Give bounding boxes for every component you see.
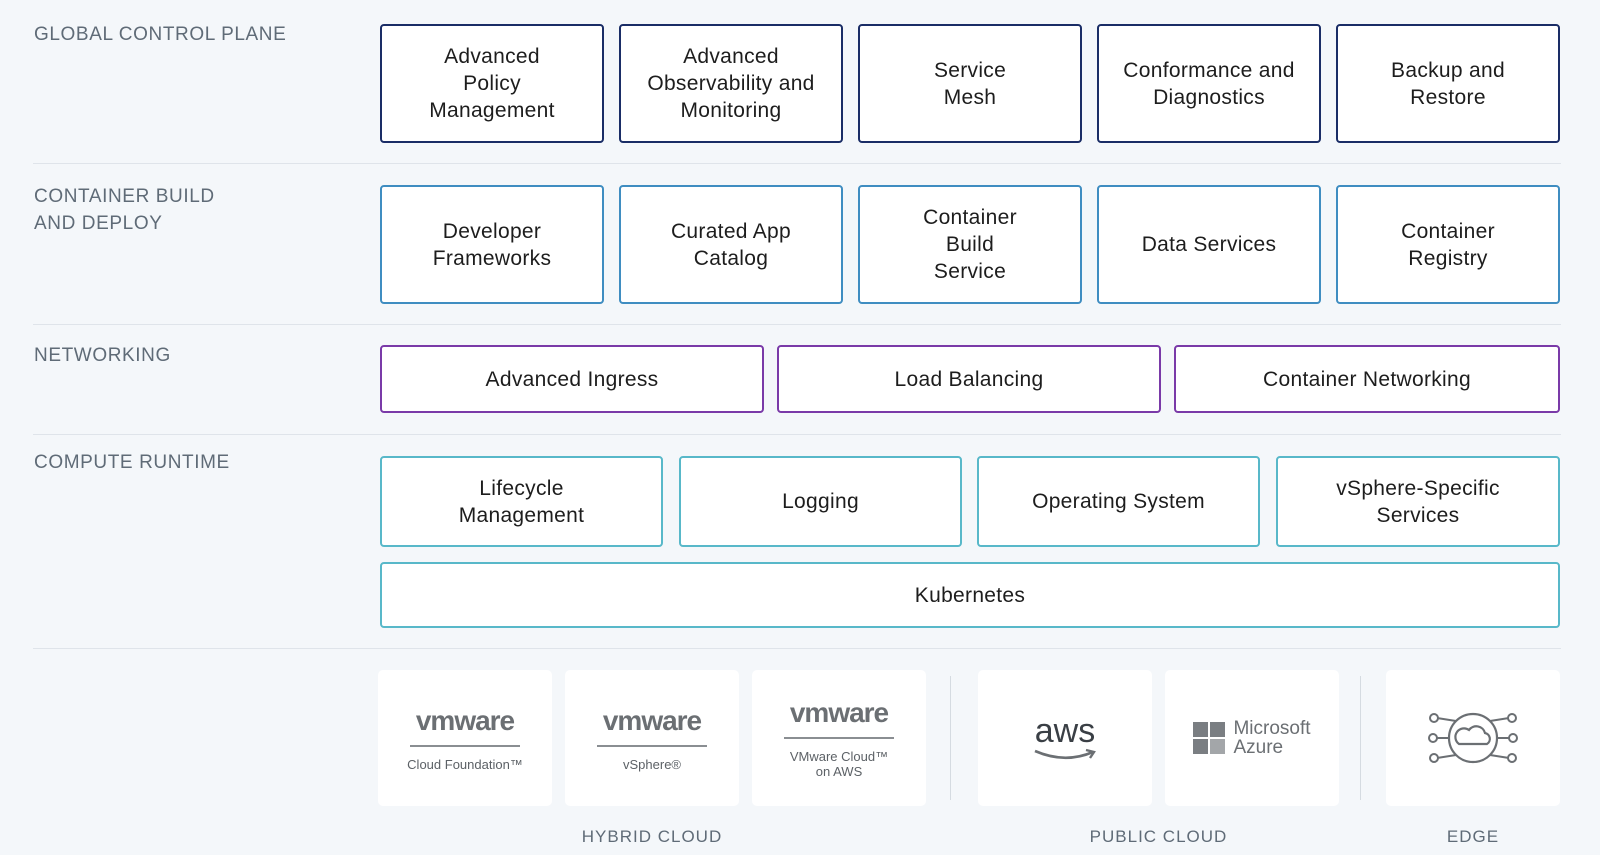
logo-divider xyxy=(784,737,894,739)
microsoft-azure-wordmark: Microsoft Azure xyxy=(1233,718,1311,758)
box-service-mesh: Service Mesh xyxy=(858,24,1082,143)
box-conformance-diagnostics: Conformance and Diagnostics xyxy=(1097,24,1321,143)
box-data-services: Data Services xyxy=(1097,185,1321,304)
box-vsphere-specific-services: vSphere-Specific Services xyxy=(1276,456,1560,547)
card-vmware-vsphere: vmware vSphere® xyxy=(565,670,739,806)
box-backup-restore: Backup and Restore xyxy=(1336,24,1560,143)
group-separator xyxy=(950,676,951,800)
box-container-registry: Container Registry xyxy=(1336,185,1560,304)
card-microsoft-azure: Microsoft Azure xyxy=(1165,670,1339,806)
group-separator xyxy=(1360,676,1361,800)
section-label-compute-runtime: COMPUTE RUNTIME xyxy=(34,452,230,473)
card-aws: aws xyxy=(978,670,1152,806)
box-kubernetes: Kubernetes xyxy=(380,562,1560,628)
box-container-networking: Container Networking xyxy=(1174,345,1560,413)
divider xyxy=(33,648,1561,649)
product-name: Cloud Foundation™ xyxy=(407,756,523,772)
section-label-container-build-deploy: CONTAINER BUILD AND DEPLOY xyxy=(34,186,215,234)
box-developer-frameworks: Developer Frameworks xyxy=(380,185,604,304)
group-label-edge: EDGE xyxy=(1446,827,1500,846)
box-advanced-policy-management: Advanced Policy Management xyxy=(380,24,604,143)
box-logging: Logging xyxy=(679,456,962,547)
divider xyxy=(33,434,1561,435)
vmware-logo: vmware xyxy=(602,704,702,736)
card-vmware-cloud-foundation: vmware Cloud Foundation™ xyxy=(378,670,552,806)
section-label-global-control-plane: GLOBAL CONTROL PLANE xyxy=(34,24,287,45)
divider xyxy=(33,163,1561,164)
product-name: VMware Cloud™ on AWS xyxy=(789,749,889,779)
edge-cloud-network-icon xyxy=(1428,712,1518,764)
logo-divider xyxy=(410,744,520,747)
section-label-networking: NETWORKING xyxy=(34,345,171,366)
vmware-logo: vmware xyxy=(789,697,889,728)
aws-logo: aws xyxy=(1033,714,1097,762)
aws-wordmark: aws xyxy=(1034,712,1096,750)
box-curated-app-catalog: Curated App Catalog xyxy=(619,185,843,304)
aws-smile-icon xyxy=(1034,748,1096,760)
box-load-balancing: Load Balancing xyxy=(777,345,1161,413)
group-label-hybrid-cloud: HYBRID CLOUD xyxy=(581,827,723,846)
card-vmware-cloud-on-aws: vmware VMware Cloud™ on AWS xyxy=(752,670,926,806)
divider xyxy=(33,324,1561,325)
box-operating-system: Operating System xyxy=(977,456,1260,547)
box-advanced-observability: Advanced Observability and Monitoring xyxy=(619,24,843,143)
logo-divider xyxy=(597,744,707,747)
card-edge xyxy=(1386,670,1560,806)
box-lifecycle-management: Lifecycle Management xyxy=(380,456,663,547)
vmware-logo: vmware xyxy=(415,704,515,736)
group-label-public-cloud: PUBLIC CLOUD xyxy=(1089,827,1228,846)
box-advanced-ingress: Advanced Ingress xyxy=(380,345,764,413)
product-name: vSphere® xyxy=(623,756,681,772)
box-container-build-service: Container Build Service xyxy=(858,185,1082,304)
microsoft-grid-icon xyxy=(1193,722,1226,754)
